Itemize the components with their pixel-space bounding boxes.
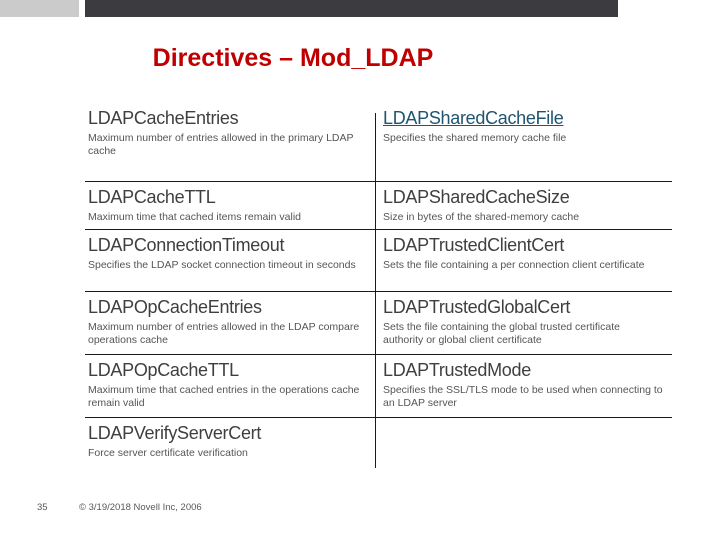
slide-header-bar [85, 0, 618, 17]
directive-description: Specifies the LDAP socket connection tim… [88, 259, 356, 271]
directive-description: Force server certificate verification [88, 447, 248, 459]
directive-description: Sets the file containing the global trus… [383, 321, 620, 346]
directive-name: LDAPTrustedMode [383, 360, 531, 380]
slide-accent-bar-light [0, 0, 79, 17]
directive-name: LDAPOpCacheTTL [88, 360, 239, 380]
directive-name: LDAPConnectionTimeout [88, 235, 285, 255]
directive-name: LDAPTrustedClientCert [383, 235, 565, 255]
directive-description: Maximum time that cached entries in the … [88, 384, 360, 409]
directive-description: Maximum number of entries allowed in the… [88, 132, 354, 157]
table-row: LDAPOpCacheTTL Maximum time that cached e… [85, 355, 672, 418]
directive-description: Specifies the shared memory cache file [383, 132, 567, 144]
table-cell: LDAPCacheTTL Maximum time that cached ite… [85, 182, 375, 229]
directive-name: LDAPTrustedGlobalCert [383, 297, 571, 317]
slide-title: Directives – Mod_LDAP [152, 44, 434, 72]
directive-description: Size in bytes of the shared-memory cache [383, 211, 580, 223]
directive-name: LDAPOpCacheEntries [88, 297, 262, 317]
table-row: LDAPCacheTTL Maximum time that cached ite… [85, 182, 672, 230]
directive-description: Maximum time that cached items remain va… [88, 211, 301, 223]
directive-name: LDAPCacheEntries [88, 108, 239, 128]
directive-description: Maximum number of entries allowed in the… [88, 321, 360, 346]
directive-name: LDAPSharedCacheSize [383, 187, 570, 207]
slide-number: 35 [37, 502, 48, 513]
table-cell [375, 418, 672, 468]
directive-link[interactable]: LDAPSharedCacheFile [383, 108, 564, 128]
table-cell: LDAPOpCacheTTL Maximum time that cached e… [85, 355, 375, 417]
directive-name: LDAPVerifyServerCert [88, 423, 262, 443]
directive-description: Specifies the SSL/TLS mode to be used wh… [383, 384, 663, 409]
directive-description: Sets the file containing a per connectio… [383, 259, 645, 271]
directive-name: LDAPCacheTTL [88, 187, 216, 207]
table-column-divider [375, 113, 376, 468]
copyright-text: © 3/19/2018 Novell Inc, 2006 [79, 502, 202, 513]
